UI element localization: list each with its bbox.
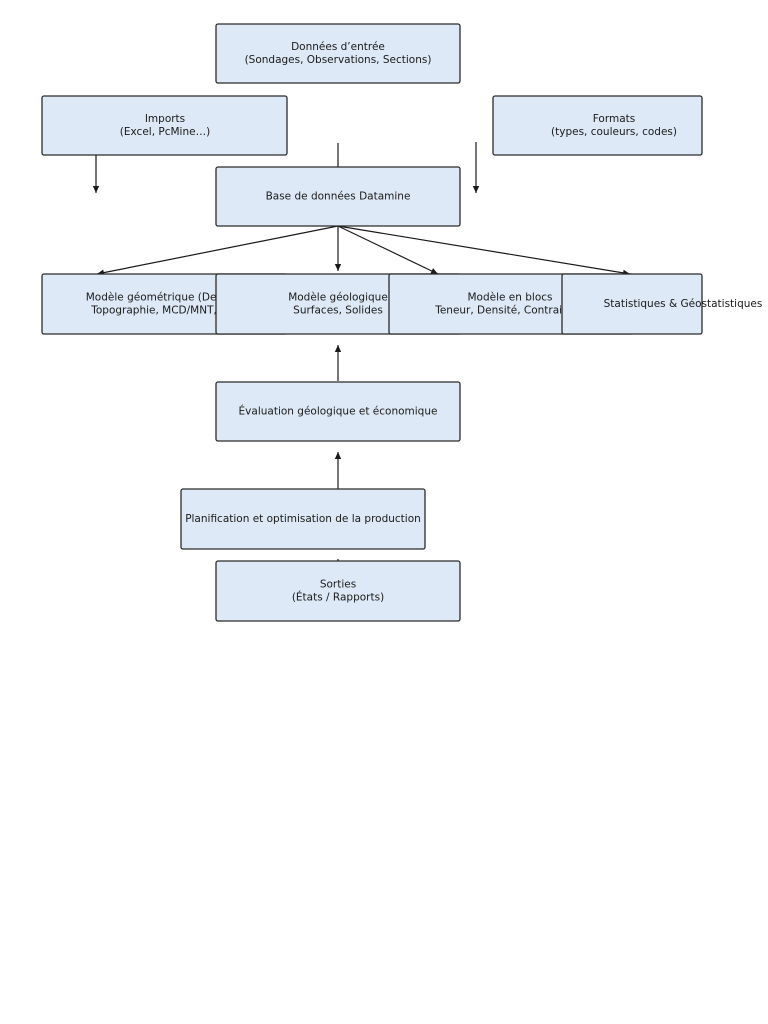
node-imports: Imports(Excel, PcMine…)	[41, 95, 288, 156]
edge-formats-to-formats-down	[472, 142, 480, 193]
node-box	[215, 166, 461, 227]
node-formats: Formats(types, couleurs, codes)	[492, 95, 703, 156]
edge-base-to-blocs	[337, 225, 439, 275]
node-label-line: Sorties	[320, 579, 356, 591]
node-box	[41, 95, 288, 156]
edge-line	[96, 225, 339, 275]
node-label-line: (États / Rapports)	[292, 591, 384, 604]
edges-layer	[92, 142, 631, 580]
edge-base-to-stats	[337, 225, 631, 277]
node-stats: Statistiques & Géostatistiques	[561, 273, 763, 335]
node-label-line: Modèle géométrique (Design)	[86, 292, 242, 304]
edge-line	[337, 225, 439, 275]
node-label-line: Surfaces, Solides	[293, 305, 383, 317]
node-label-line: Formats	[593, 113, 635, 125]
node-label-line: Évaluation géologique et économique	[239, 405, 438, 418]
node-box	[180, 488, 426, 550]
arrowhead-icon	[334, 345, 342, 352]
node-base: Base de données Datamine	[215, 166, 461, 227]
nodes-layer: Données d’entrée(Sondages, Observations,…	[41, 23, 763, 622]
node-label-line: (Excel, PcMine…)	[120, 126, 210, 138]
node-label-line: Données d’entrée	[291, 41, 385, 53]
edge-eval-to-geol	[334, 345, 342, 381]
node-box	[215, 560, 461, 622]
edge-base-to-geol	[334, 226, 342, 271]
node-label-line: (Sondages, Observations, Sections)	[245, 54, 432, 66]
node-box	[215, 23, 461, 84]
node-box	[492, 95, 703, 156]
node-label-line: Base de données Datamine	[266, 191, 411, 203]
arrowhead-icon	[334, 264, 342, 271]
edge-base-to-geom	[96, 225, 339, 276]
node-box	[561, 273, 703, 335]
arrowhead-icon	[92, 186, 100, 193]
arrowhead-icon	[472, 186, 480, 193]
node-label-line: Statistiques & Géostatistiques	[604, 298, 763, 310]
node-sorties: Sorties(États / Rapports)	[215, 560, 461, 622]
node-eval: Évaluation géologique et économique	[215, 381, 461, 442]
node-label-line: Imports	[145, 113, 185, 125]
node-label-line: Teneur, Densité, Contraintes	[434, 305, 585, 317]
edge-line	[337, 225, 631, 275]
node-label-line: Modèle géologique	[288, 292, 388, 304]
node-box	[215, 381, 461, 442]
node-label-line: Planification et optimisation de la prod…	[185, 513, 421, 525]
node-plan: Planification et optimisation de la prod…	[180, 488, 426, 550]
node-label-line: Modèle en blocs	[467, 292, 552, 304]
node-label-line: Topographie, MCD/MNT, Fils	[90, 305, 237, 317]
node-entree: Données d’entrée(Sondages, Observations,…	[215, 23, 461, 84]
arrowhead-icon	[334, 452, 342, 459]
node-label-line: (types, couleurs, codes)	[551, 126, 677, 138]
arrowhead-icon	[430, 268, 438, 274]
